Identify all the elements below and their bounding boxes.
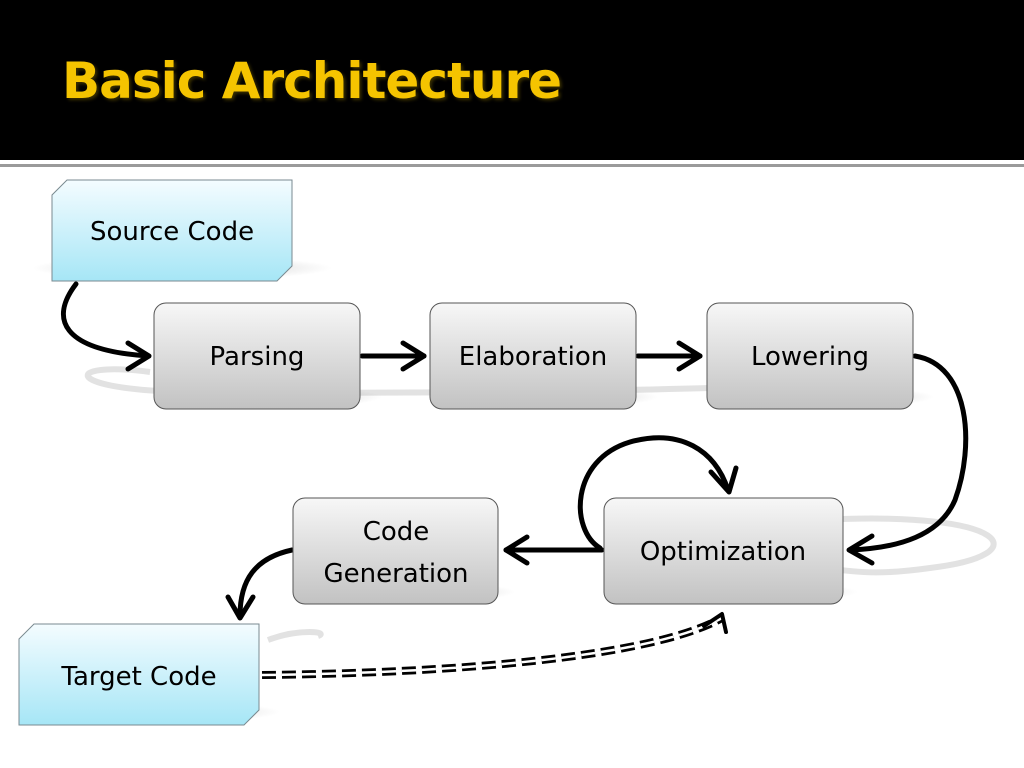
title-bar: Basic Architecture [0, 0, 1024, 160]
slide-title: Basic Architecture [62, 52, 562, 110]
lowering-label: Lowering [751, 342, 869, 372]
parsing-box: Parsing [153, 302, 361, 410]
arrow-optimization-loop-head [708, 465, 739, 495]
code-generation-box: Code Generation [292, 497, 499, 605]
arrow-lowering-to-optimization-head [846, 533, 875, 566]
elaboration-box: Elaboration [429, 302, 637, 410]
arrow-codegen-to-target [237, 547, 295, 619]
title-divider-shadow [0, 164, 1024, 167]
code-generation-label-line2: Generation [323, 559, 468, 589]
dashed-feedback-connector [261, 612, 728, 679]
title-divider [0, 160, 1024, 164]
parsing-label: Parsing [210, 342, 305, 372]
source-code-box: Source Code [51, 179, 293, 282]
arrow-source-to-parsing-head [125, 340, 152, 372]
optimization-label: Optimization [640, 537, 806, 567]
arrow-elaboration-to-lowering-head [676, 340, 703, 372]
elaboration-label: Elaboration [459, 342, 607, 372]
arrow-parsing-to-elaboration-head [400, 340, 427, 372]
arrow-source-to-parsing [60, 281, 151, 359]
arrow-optimization-loop [577, 435, 731, 551]
target-code-box: Target Code [18, 623, 260, 726]
source-code-label: Source Code [90, 217, 254, 247]
arrow-optimization-to-codegen-head [503, 534, 530, 566]
background-swirl [84, 366, 997, 643]
connectors [60, 281, 969, 621]
code-generation-label-line1: Code [363, 517, 430, 547]
lowering-box: Lowering [706, 302, 914, 410]
arrow-codegen-to-target-head [225, 594, 256, 621]
optimization-box: Optimization [603, 497, 844, 605]
arrow-lowering-to-optimization [847, 353, 969, 553]
target-code-label: Target Code [60, 662, 216, 692]
